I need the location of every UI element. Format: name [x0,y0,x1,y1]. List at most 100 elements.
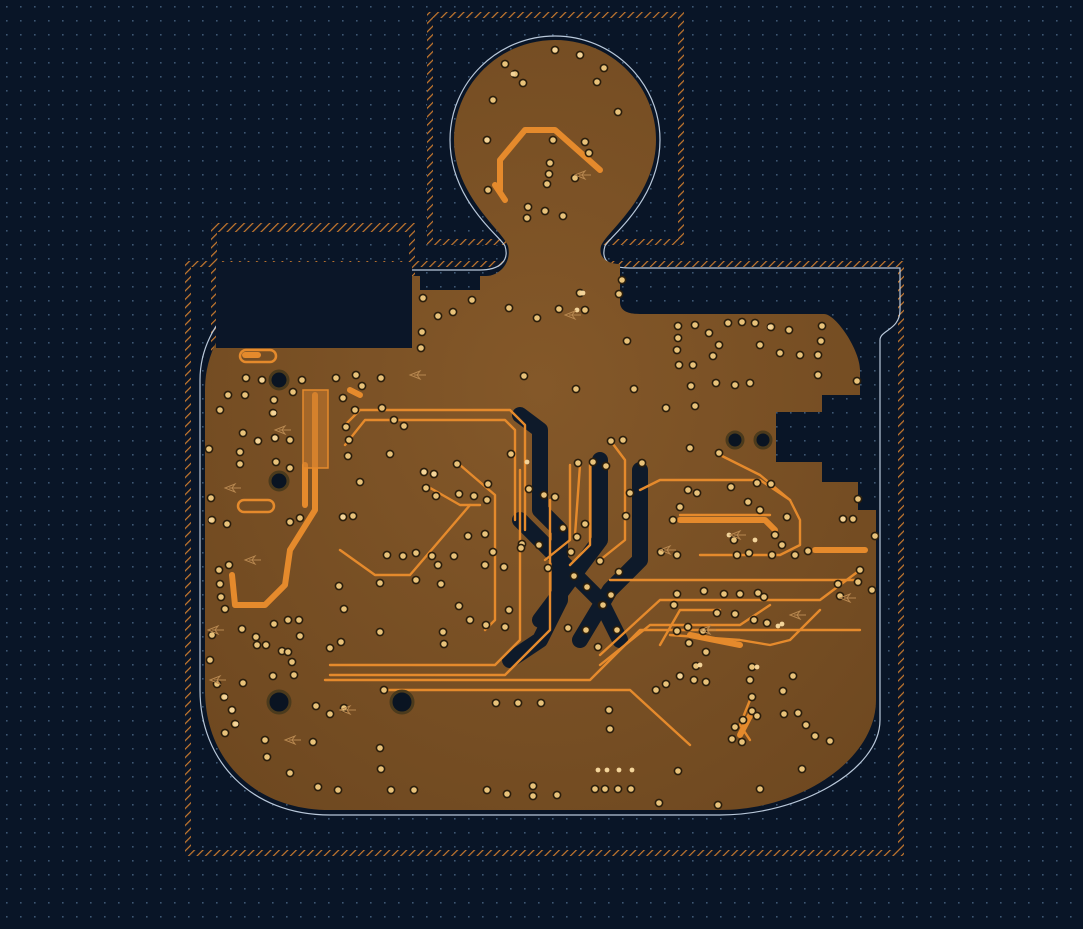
via-icon[interactable] [482,785,492,795]
via-icon[interactable] [544,169,554,179]
via-icon[interactable] [661,403,671,413]
via-icon[interactable] [215,579,225,589]
via-icon[interactable] [238,428,248,438]
via-icon[interactable] [581,625,591,635]
via-icon[interactable] [524,484,534,494]
via-icon[interactable] [398,551,408,561]
via-icon[interactable] [283,615,293,625]
via-icon[interactable] [504,303,514,313]
via-icon[interactable] [714,340,724,350]
via-icon[interactable] [350,405,360,415]
via-icon[interactable] [813,350,823,360]
via-icon[interactable] [669,600,679,610]
mounting-hole-icon[interactable] [268,369,290,391]
via-icon[interactable] [237,624,247,634]
via-icon[interactable] [593,642,603,652]
mounting-hole-icon[interactable] [389,689,415,715]
via-icon[interactable] [454,489,464,499]
via-icon[interactable] [833,579,843,589]
via-icon[interactable] [726,482,736,492]
via-icon[interactable] [548,135,558,145]
via-icon[interactable] [235,459,245,469]
via-icon[interactable] [518,78,528,88]
via-icon[interactable] [569,571,579,581]
via-icon[interactable] [614,567,624,577]
via-icon[interactable] [331,373,341,383]
mounting-hole-icon[interactable] [753,430,773,450]
via-icon[interactable] [539,490,549,500]
via-icon[interactable] [759,592,769,602]
via-icon[interactable] [439,639,449,649]
via-icon[interactable] [777,540,787,550]
via-icon[interactable] [545,158,555,168]
via-icon[interactable] [779,709,789,719]
via-icon[interactable] [418,293,428,303]
via-icon[interactable] [795,350,805,360]
via-icon[interactable] [269,395,279,405]
via-icon[interactable] [668,515,678,525]
via-icon[interactable] [621,511,631,521]
via-icon[interactable] [775,348,785,358]
via-icon[interactable] [480,529,490,539]
via-icon[interactable] [341,422,351,432]
via-icon[interactable] [488,95,498,105]
via-icon[interactable] [853,494,863,504]
via-icon[interactable] [743,497,753,507]
via-icon[interactable] [580,305,590,315]
via-icon[interactable] [738,715,748,725]
via-icon[interactable] [711,378,721,388]
via-icon[interactable] [755,340,765,350]
via-icon[interactable] [287,657,297,667]
via-icon[interactable] [528,781,538,791]
via-icon[interactable] [690,401,700,411]
via-icon[interactable] [220,604,230,614]
via-icon[interactable] [206,493,216,503]
via-icon[interactable] [767,550,777,560]
via-icon[interactable] [755,784,765,794]
via-icon[interactable] [506,449,516,459]
via-icon[interactable] [675,502,685,512]
via-icon[interactable] [825,736,835,746]
via-icon[interactable] [712,608,722,618]
via-icon[interactable] [433,560,443,570]
via-icon[interactable] [351,370,361,380]
via-icon[interactable] [566,547,576,557]
via-icon[interactable] [604,705,614,715]
via-icon[interactable] [572,532,582,542]
via-icon[interactable] [433,311,443,321]
via-icon[interactable] [813,370,823,380]
via-icon[interactable] [399,421,409,431]
via-icon[interactable] [269,619,279,629]
via-icon[interactable] [436,579,446,589]
via-icon[interactable] [745,675,755,685]
via-icon[interactable] [344,435,354,445]
via-icon[interactable] [673,766,683,776]
via-icon[interactable] [223,390,233,400]
via-icon[interactable] [704,328,714,338]
via-icon[interactable] [708,351,718,361]
via-icon[interactable] [788,671,798,681]
via-icon[interactable] [467,295,477,305]
via-icon[interactable] [810,731,820,741]
via-icon[interactable] [482,495,492,505]
via-icon[interactable] [427,551,437,561]
via-icon[interactable] [753,588,763,598]
via-icon[interactable] [480,560,490,570]
via-icon[interactable] [601,461,611,471]
via-icon[interactable] [737,317,747,327]
via-icon[interactable] [519,371,529,381]
via-icon[interactable] [699,586,709,596]
via-icon[interactable] [375,627,385,637]
via-icon[interactable] [613,107,623,117]
via-icon[interactable] [504,605,514,615]
via-icon[interactable] [690,320,700,330]
via-icon[interactable] [313,782,323,792]
via-icon[interactable] [333,785,343,795]
via-icon[interactable] [389,415,399,425]
via-icon[interactable] [308,737,318,747]
via-icon[interactable] [325,709,335,719]
via-icon[interactable] [598,600,608,610]
via-icon[interactable] [651,685,661,695]
via-icon[interactable] [713,800,723,810]
